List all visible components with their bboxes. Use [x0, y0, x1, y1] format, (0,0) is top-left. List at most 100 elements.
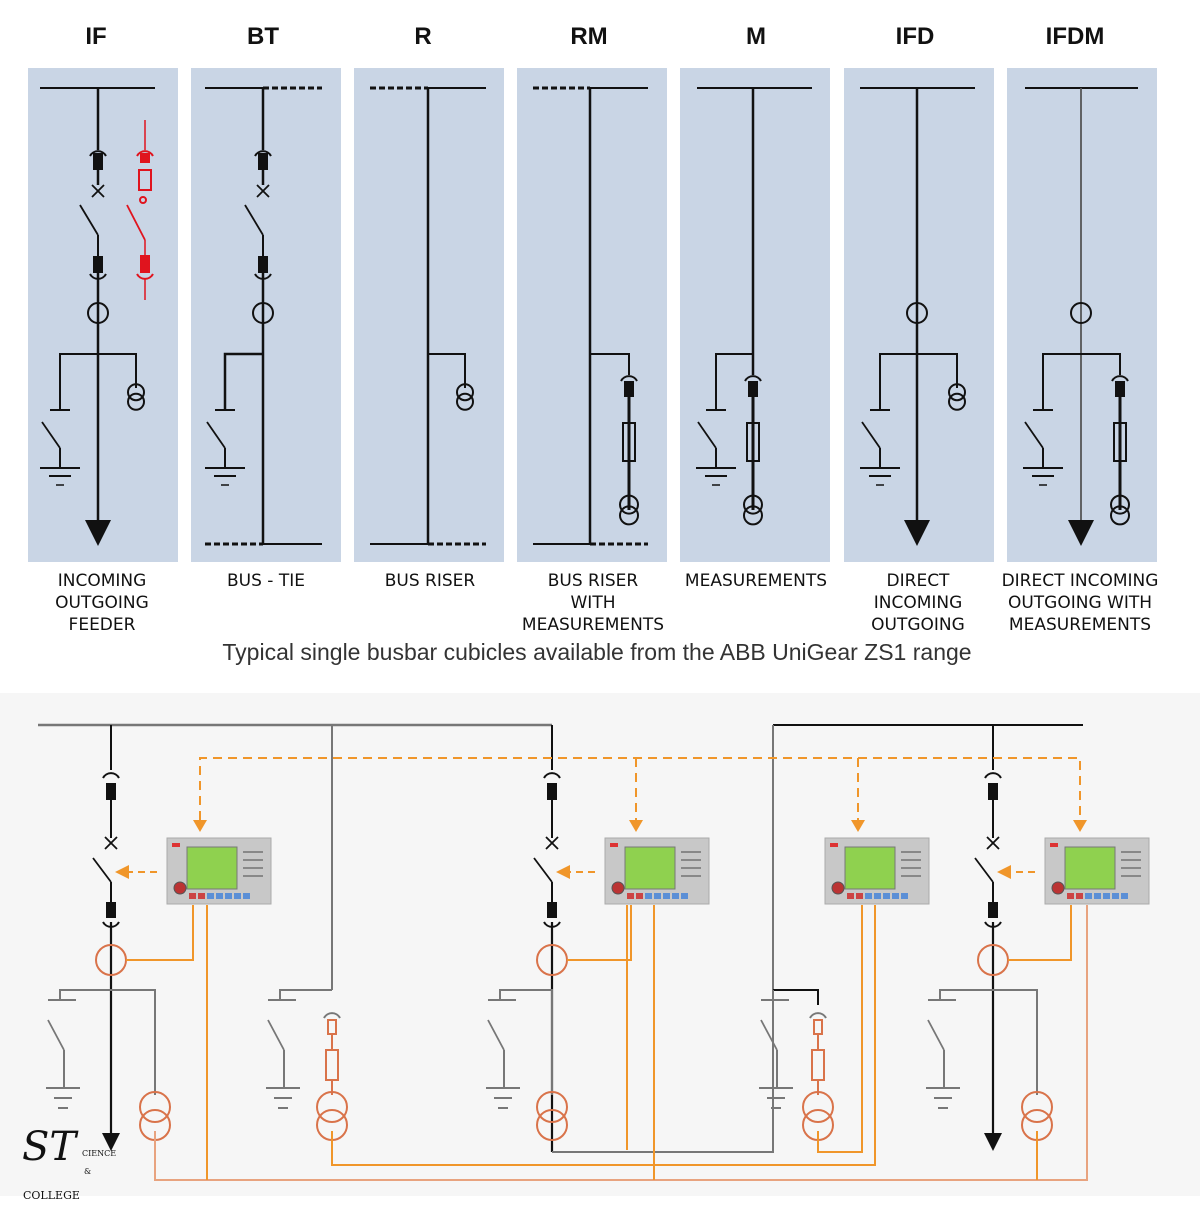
vt-secondary-wire	[154, 905, 1088, 1181]
cubicle-label-line: DIRECT INCOMING	[1002, 571, 1159, 591]
figure-caption: Typical single busbar cubicles available…	[222, 639, 971, 665]
cubicle-code-if: IF	[85, 23, 106, 50]
cubicle-label-line: INCOMING	[58, 571, 147, 591]
contact-block-icon	[93, 153, 103, 170]
cubicle-code-bt: BT	[247, 23, 279, 50]
cubicle-label-line: INCOMING	[874, 593, 963, 613]
trip-arrow-icon	[997, 865, 1011, 879]
plug-in-contact-icon	[620, 375, 638, 382]
earthing-switch-icon	[927, 1019, 945, 1051]
conductor-line	[590, 353, 630, 375]
voltage-transformer-icon	[948, 383, 966, 402]
relay-button	[892, 893, 899, 899]
current-transformer-icon	[139, 196, 147, 204]
relay-knob-icon	[831, 881, 845, 895]
abb-logo-icon	[172, 843, 180, 847]
relay-button	[672, 893, 679, 899]
feeder-arrow-icon	[1068, 520, 1094, 546]
plug-in-contact-icon	[323, 1012, 341, 1019]
plug-in-contact-icon	[102, 772, 120, 779]
contact-block-icon	[624, 381, 634, 397]
conductor-line	[499, 989, 553, 1095]
conductor-line	[223, 352, 263, 410]
contact-block-icon	[1115, 381, 1125, 397]
abb-logo-icon	[1050, 843, 1058, 847]
cubicle-background	[844, 68, 994, 562]
fuse-icon	[622, 422, 636, 462]
cubicle-label-line: MEASUREMENTS	[522, 615, 664, 635]
voltage-transformer-icon	[948, 392, 966, 411]
cubicle-label-line: BUS RISER	[385, 571, 476, 591]
voltage-transformer-icon	[1110, 505, 1130, 526]
disconnector-switch-icon	[126, 204, 146, 241]
trip-arrow-icon	[556, 865, 570, 879]
college-logo: ST CIENCE & COLLEGE	[22, 1124, 116, 1202]
relay-button	[627, 893, 634, 899]
protection-relay-unit	[604, 837, 710, 905]
cubicle-label-line: DIRECT	[887, 571, 951, 591]
cubicle-label-line: OUTGOING WITH	[1008, 593, 1152, 613]
cubicle-label-line: MEASUREMENTS	[1009, 615, 1151, 635]
cubicle-label-line: OUTGOING	[871, 615, 965, 635]
cubicle-panel-m	[680, 68, 830, 562]
relay-button	[207, 893, 214, 899]
logo-letters: ST	[22, 1124, 79, 1170]
contact-block-icon	[988, 902, 998, 918]
relay-lcd-screen	[624, 846, 676, 890]
down-arrow-icon	[851, 820, 865, 832]
relay-button	[1121, 893, 1128, 899]
relay-button	[1112, 893, 1119, 899]
conductor-line	[939, 989, 1038, 1095]
cubicle-panel-if	[28, 68, 178, 562]
communication-dashed-line	[199, 757, 1081, 820]
cubicle-panel-ifd	[844, 68, 994, 562]
cubicle-code-rm: RM	[570, 23, 607, 50]
cubicle-background	[680, 68, 830, 562]
relay-button	[243, 893, 250, 899]
down-arrow-icon	[193, 820, 207, 832]
breaker-x-icon	[545, 836, 559, 850]
relay-button	[645, 893, 652, 899]
abb-logo-icon	[830, 843, 838, 847]
contact-block-icon	[106, 902, 116, 918]
voltage-transformer-icon	[619, 494, 639, 515]
relay-button	[234, 893, 241, 899]
voltage-transformer-icon	[127, 392, 145, 411]
conductor-line	[879, 353, 958, 410]
disconnector-switch-icon	[92, 857, 112, 883]
feeder-arrow-icon	[85, 520, 111, 546]
plug-in-contact-icon	[984, 772, 1002, 779]
breaker-x-icon	[91, 184, 105, 198]
conductor-line	[59, 353, 137, 410]
relay-knob-icon	[1051, 881, 1065, 895]
disconnector-switch-icon	[79, 204, 99, 236]
voltage-transformer-icon	[743, 494, 763, 515]
cubicle-code-ifdm: IFDM	[1046, 23, 1105, 50]
breaker-x-icon	[986, 836, 1000, 850]
relay-knob-icon	[173, 881, 187, 895]
voltage-transformer-icon	[1021, 1091, 1053, 1123]
relay-button	[225, 893, 232, 899]
contact-block-icon	[748, 381, 758, 397]
relay-lcd-screen	[1064, 846, 1116, 890]
breaker-x-icon	[104, 836, 118, 850]
relay-button	[189, 893, 196, 899]
cubicle-label-line: BUS - TIE	[227, 571, 305, 591]
voltage-transformer-icon	[316, 1091, 348, 1123]
relay-button	[1103, 893, 1110, 899]
breaker-x-icon	[256, 184, 270, 198]
voltage-transformer-icon	[456, 383, 474, 402]
voltage-transformer-icon	[619, 505, 639, 526]
cubicle-label-line: MEASUREMENTS	[685, 571, 827, 591]
down-arrow-icon	[629, 820, 643, 832]
contact-block-icon	[258, 153, 268, 170]
voltage-transformer-icon	[802, 1091, 834, 1123]
current-transformer-icon	[1070, 302, 1092, 324]
contact-block-icon	[93, 256, 103, 273]
cubicle-panel-r	[354, 68, 504, 562]
relay-button	[874, 893, 881, 899]
conductor-line	[715, 353, 753, 410]
relay-knob-icon	[611, 881, 625, 895]
cubicle-label-line: OUTGOING	[55, 593, 149, 613]
